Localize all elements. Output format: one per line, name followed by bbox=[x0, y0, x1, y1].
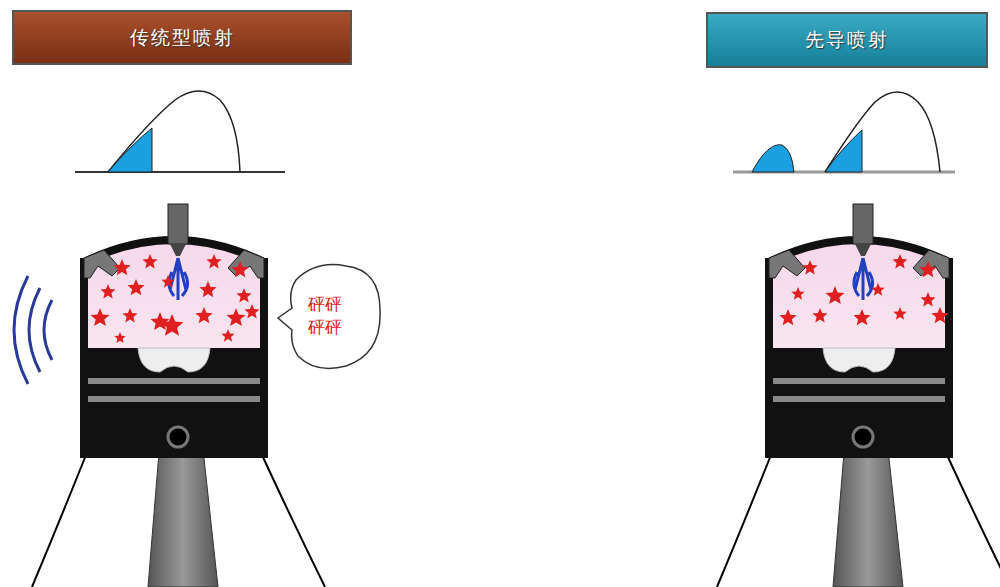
speech-bubble: 砰砰 砰砰 bbox=[276, 258, 384, 374]
flame-star bbox=[221, 329, 234, 342]
bubble-outline bbox=[276, 258, 384, 374]
flame-star bbox=[871, 283, 884, 296]
flame-star bbox=[161, 275, 174, 288]
flame-star bbox=[100, 284, 115, 299]
flame-star bbox=[91, 308, 110, 326]
flame-star bbox=[195, 307, 212, 323]
flame-star bbox=[920, 292, 935, 307]
sound-text: 砰砰 砰砰 bbox=[308, 293, 352, 339]
flame-star bbox=[206, 254, 221, 269]
flame-star bbox=[802, 260, 817, 275]
flame-star bbox=[227, 308, 246, 326]
flame-star bbox=[199, 281, 216, 297]
flame-star bbox=[893, 307, 906, 320]
flame-star bbox=[113, 259, 130, 275]
flame-star bbox=[853, 309, 870, 325]
flame-star bbox=[142, 254, 157, 269]
flame-star bbox=[919, 261, 936, 277]
flame-star bbox=[114, 332, 125, 343]
flame-star bbox=[161, 314, 184, 336]
flame-star bbox=[779, 309, 796, 325]
panel-heading: 传统型喷射 bbox=[12, 10, 352, 65]
flame-star bbox=[892, 254, 907, 269]
flame-star bbox=[826, 286, 845, 304]
flame-star bbox=[122, 308, 137, 323]
flame-star bbox=[812, 308, 827, 323]
flame-star bbox=[931, 307, 948, 323]
flame-star bbox=[244, 304, 259, 319]
flame-star bbox=[127, 279, 144, 295]
flame-star bbox=[791, 287, 804, 300]
heading-text: 传统型喷射 bbox=[130, 25, 235, 51]
flame-star bbox=[231, 261, 248, 277]
heading-text: 先导喷射 bbox=[805, 27, 889, 53]
flame-star bbox=[236, 288, 251, 303]
panel-heading: 先导喷射 bbox=[706, 12, 988, 68]
